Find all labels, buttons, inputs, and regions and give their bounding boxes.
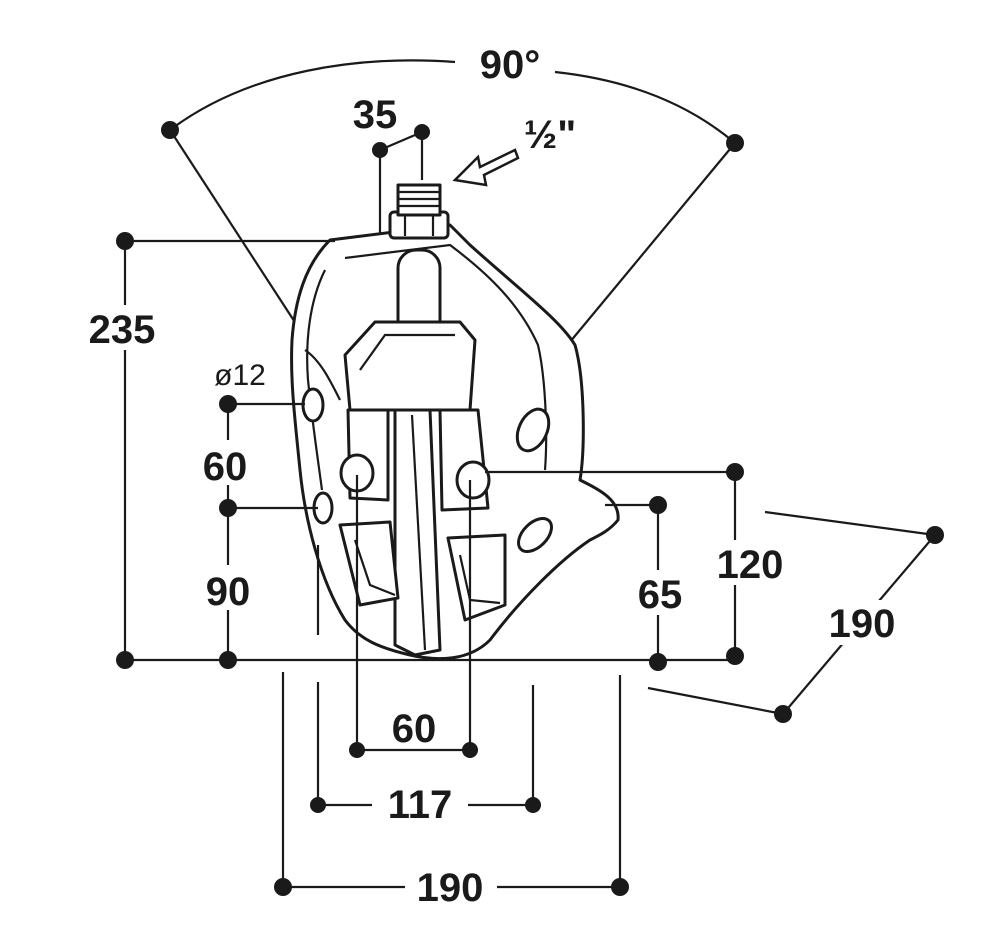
height-dimension: 235	[80, 232, 735, 669]
mount-height-label: 120	[717, 543, 784, 587]
slot-spacing-label: 117	[388, 783, 453, 827]
angle-arc	[169, 59, 736, 144]
overall-width-label: 190	[417, 866, 484, 910]
depth-dimension: 190	[647, 510, 944, 723]
overall-height-label: 235	[89, 308, 156, 352]
angle-dimension: 90°	[161, 43, 744, 361]
inner-hole-spacing-label: 60	[392, 707, 437, 751]
thread-size-label: ½"	[524, 113, 576, 157]
hole-dimensions: ø12 60 90	[195, 359, 318, 669]
thread-dimension: 35 ½"	[353, 93, 576, 235]
angle-label: 90°	[480, 43, 541, 87]
hole-spacing-label: 60	[203, 445, 248, 489]
lower-hole-height-label: 90	[206, 570, 251, 614]
width-dimensions: 60 117 190	[274, 475, 629, 910]
side-hole-height-label: 65	[638, 573, 683, 617]
right-height-dimensions: 120 65	[485, 463, 785, 671]
hole-diameter-label: ø12	[214, 359, 266, 392]
thread-arrow	[452, 148, 520, 187]
depth-label: 190	[829, 602, 896, 646]
drinker-body	[290, 183, 620, 661]
thread-width-label: 35	[353, 93, 398, 137]
